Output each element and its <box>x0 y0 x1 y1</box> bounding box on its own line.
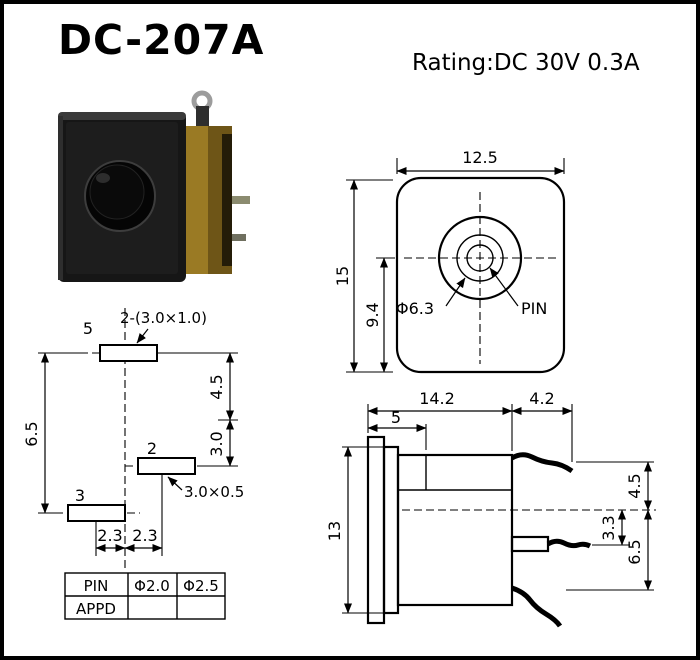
dim-pin-top-offset-label: 4.5 <box>625 473 644 498</box>
model-title: DC-207A <box>58 16 265 64</box>
dim-front-width-label: 12.5 <box>462 148 498 167</box>
dim-body-height-label: 13 <box>325 521 344 541</box>
side-washer <box>382 445 400 615</box>
side-view-drawing: 14.2 4.2 5 13 <box>325 389 656 628</box>
technical-drawing: 12.5 15 9.4 Φ6.3 PIN 5 2-(3.0×1.0) <box>22 90 656 628</box>
bezel-top-highlight <box>58 112 186 120</box>
pad-2 <box>137 457 196 475</box>
barrel-circle <box>456 234 504 282</box>
dim-left-label: 6.5 <box>22 421 41 446</box>
dim-pin-bottom-offset-label: 6.5 <box>625 539 644 564</box>
pad1-label: 5 <box>83 319 93 338</box>
pin-middle-contact <box>510 535 550 553</box>
dim-upper-label: 4.5 <box>207 374 226 399</box>
barrel-outer-circle <box>437 215 523 301</box>
offset-left-label: 2.3 <box>97 526 122 545</box>
housing-dark-edge <box>222 134 232 266</box>
front-view-outline <box>395 176 566 374</box>
side-body <box>396 453 514 607</box>
center-pin-circle <box>466 244 494 272</box>
pin-label: PIN <box>521 299 547 318</box>
table-cell-appd: APPD <box>76 600 116 618</box>
barrel-diameter-label: Φ6.3 <box>396 299 434 318</box>
dim-lower-label: 3.0 <box>207 431 226 456</box>
product-photo <box>58 90 250 282</box>
table-cell-pin: PIN <box>84 577 109 595</box>
barrel-hole-inner <box>89 164 145 220</box>
table-cell-d20: Φ2.0 <box>134 577 170 595</box>
dim-pin-length-label: 4.2 <box>529 389 554 408</box>
footprint-drawing: 5 2-(3.0×1.0) 2 3.0×0.5 3 4.5 3.0 <box>22 308 244 572</box>
dim-front-depth-label: 5 <box>391 408 401 427</box>
pin-bottom <box>511 585 563 628</box>
side-bezel <box>366 435 386 625</box>
hole-specular <box>96 173 110 183</box>
ear-stem <box>196 106 209 130</box>
pad-size-note-label: 3.0×0.5 <box>184 483 244 501</box>
solder-lug-bottom <box>232 234 246 241</box>
table-cell-d25: Φ2.5 <box>183 577 219 595</box>
pin-top <box>510 452 574 474</box>
dim-center-to-bottom-label: 9.4 <box>363 302 382 327</box>
pin-middle <box>546 538 592 549</box>
bezel-left-highlight <box>58 116 63 280</box>
rating-text: Rating:DC 30V 0.3A <box>412 50 640 76</box>
dim-pin-mid-offset-label: 3.3 <box>599 515 618 540</box>
pad-3 <box>67 504 126 522</box>
pad3-label: 3 <box>75 486 85 505</box>
spec-table: PIN Φ2.0 Φ2.5 APPD <box>64 572 226 620</box>
dim-body-length-label: 14.2 <box>419 389 455 408</box>
pad-1 <box>99 344 158 362</box>
dim-front-height-label: 15 <box>333 266 352 286</box>
solder-lug-top <box>232 196 250 204</box>
front-view-drawing: 12.5 15 9.4 Φ6.3 PIN <box>333 148 566 374</box>
slot-note-label: 2-(3.0×1.0) <box>120 309 207 327</box>
offset-right-label: 2.3 <box>132 526 157 545</box>
pad2-label: 2 <box>147 439 157 458</box>
